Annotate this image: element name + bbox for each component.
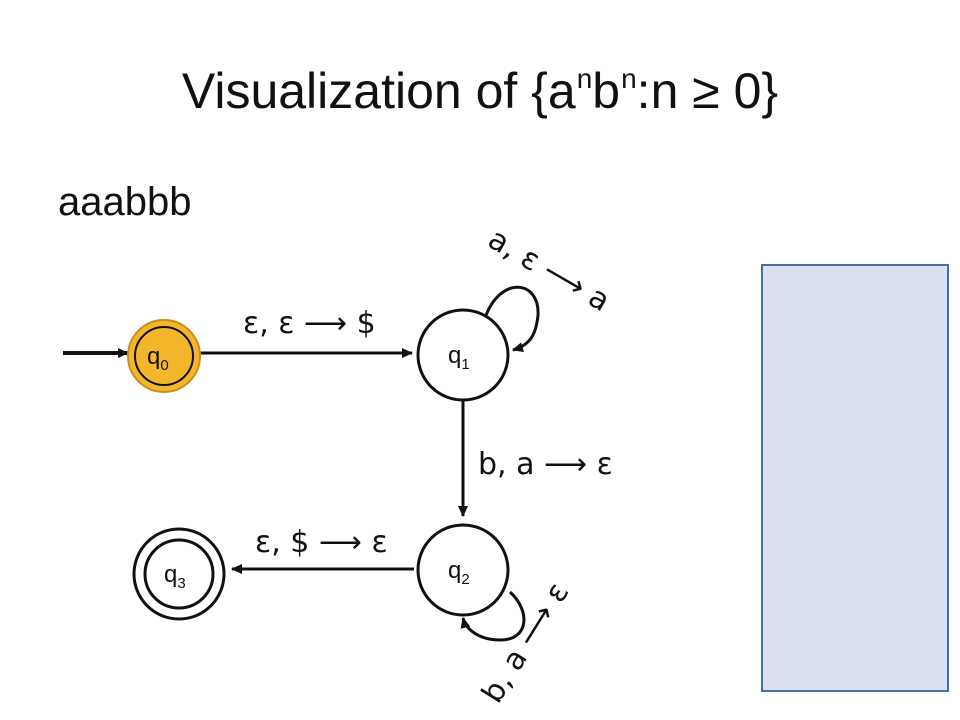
state-q0-name: q [147,343,160,370]
state-q2: q2 [416,523,510,617]
state-label-q3: q3 [164,561,186,592]
state-q1: q1 [416,308,510,402]
edge-label-q2-q3: ε, $ ⟶ ε [255,525,388,560]
edge-label-q1-q2: b, a ⟶ ε [478,447,613,482]
state-q3: q3 [132,527,226,621]
edge-label-q1-loop: a, ε ⟶ a [482,222,616,319]
state-q0: q0 [127,319,201,393]
title-suffix: :n ≥ 0} [636,63,779,119]
loop-q2 [460,590,526,642]
input-string: aaabbb [58,180,192,224]
state-label-q2: q2 [448,557,470,588]
slide-title: Visualization of {anbn:n ≥ 0} [0,62,960,120]
title-prefix: Visualization of {a [181,63,576,119]
title-exponent-n-b: n [621,63,637,94]
loop-q1 [483,285,540,352]
edge-label-q0-q1: ε, ε ⟶ $ [243,306,376,341]
title-b: b [592,63,621,119]
title-exponent-n-a: n [576,63,593,94]
state-q0-sub: 0 [160,357,168,374]
stack-panel [761,264,949,692]
state-q2-sub: 2 [461,571,469,588]
state-q3-name: q [164,561,177,588]
state-label-q0: q0 [147,343,169,374]
state-q3-sub: 3 [177,575,185,592]
state-q1-sub: 1 [461,356,469,373]
state-q2-name: q [448,557,461,584]
state-label-q1: q1 [448,342,470,373]
state-q1-name: q [448,342,461,369]
